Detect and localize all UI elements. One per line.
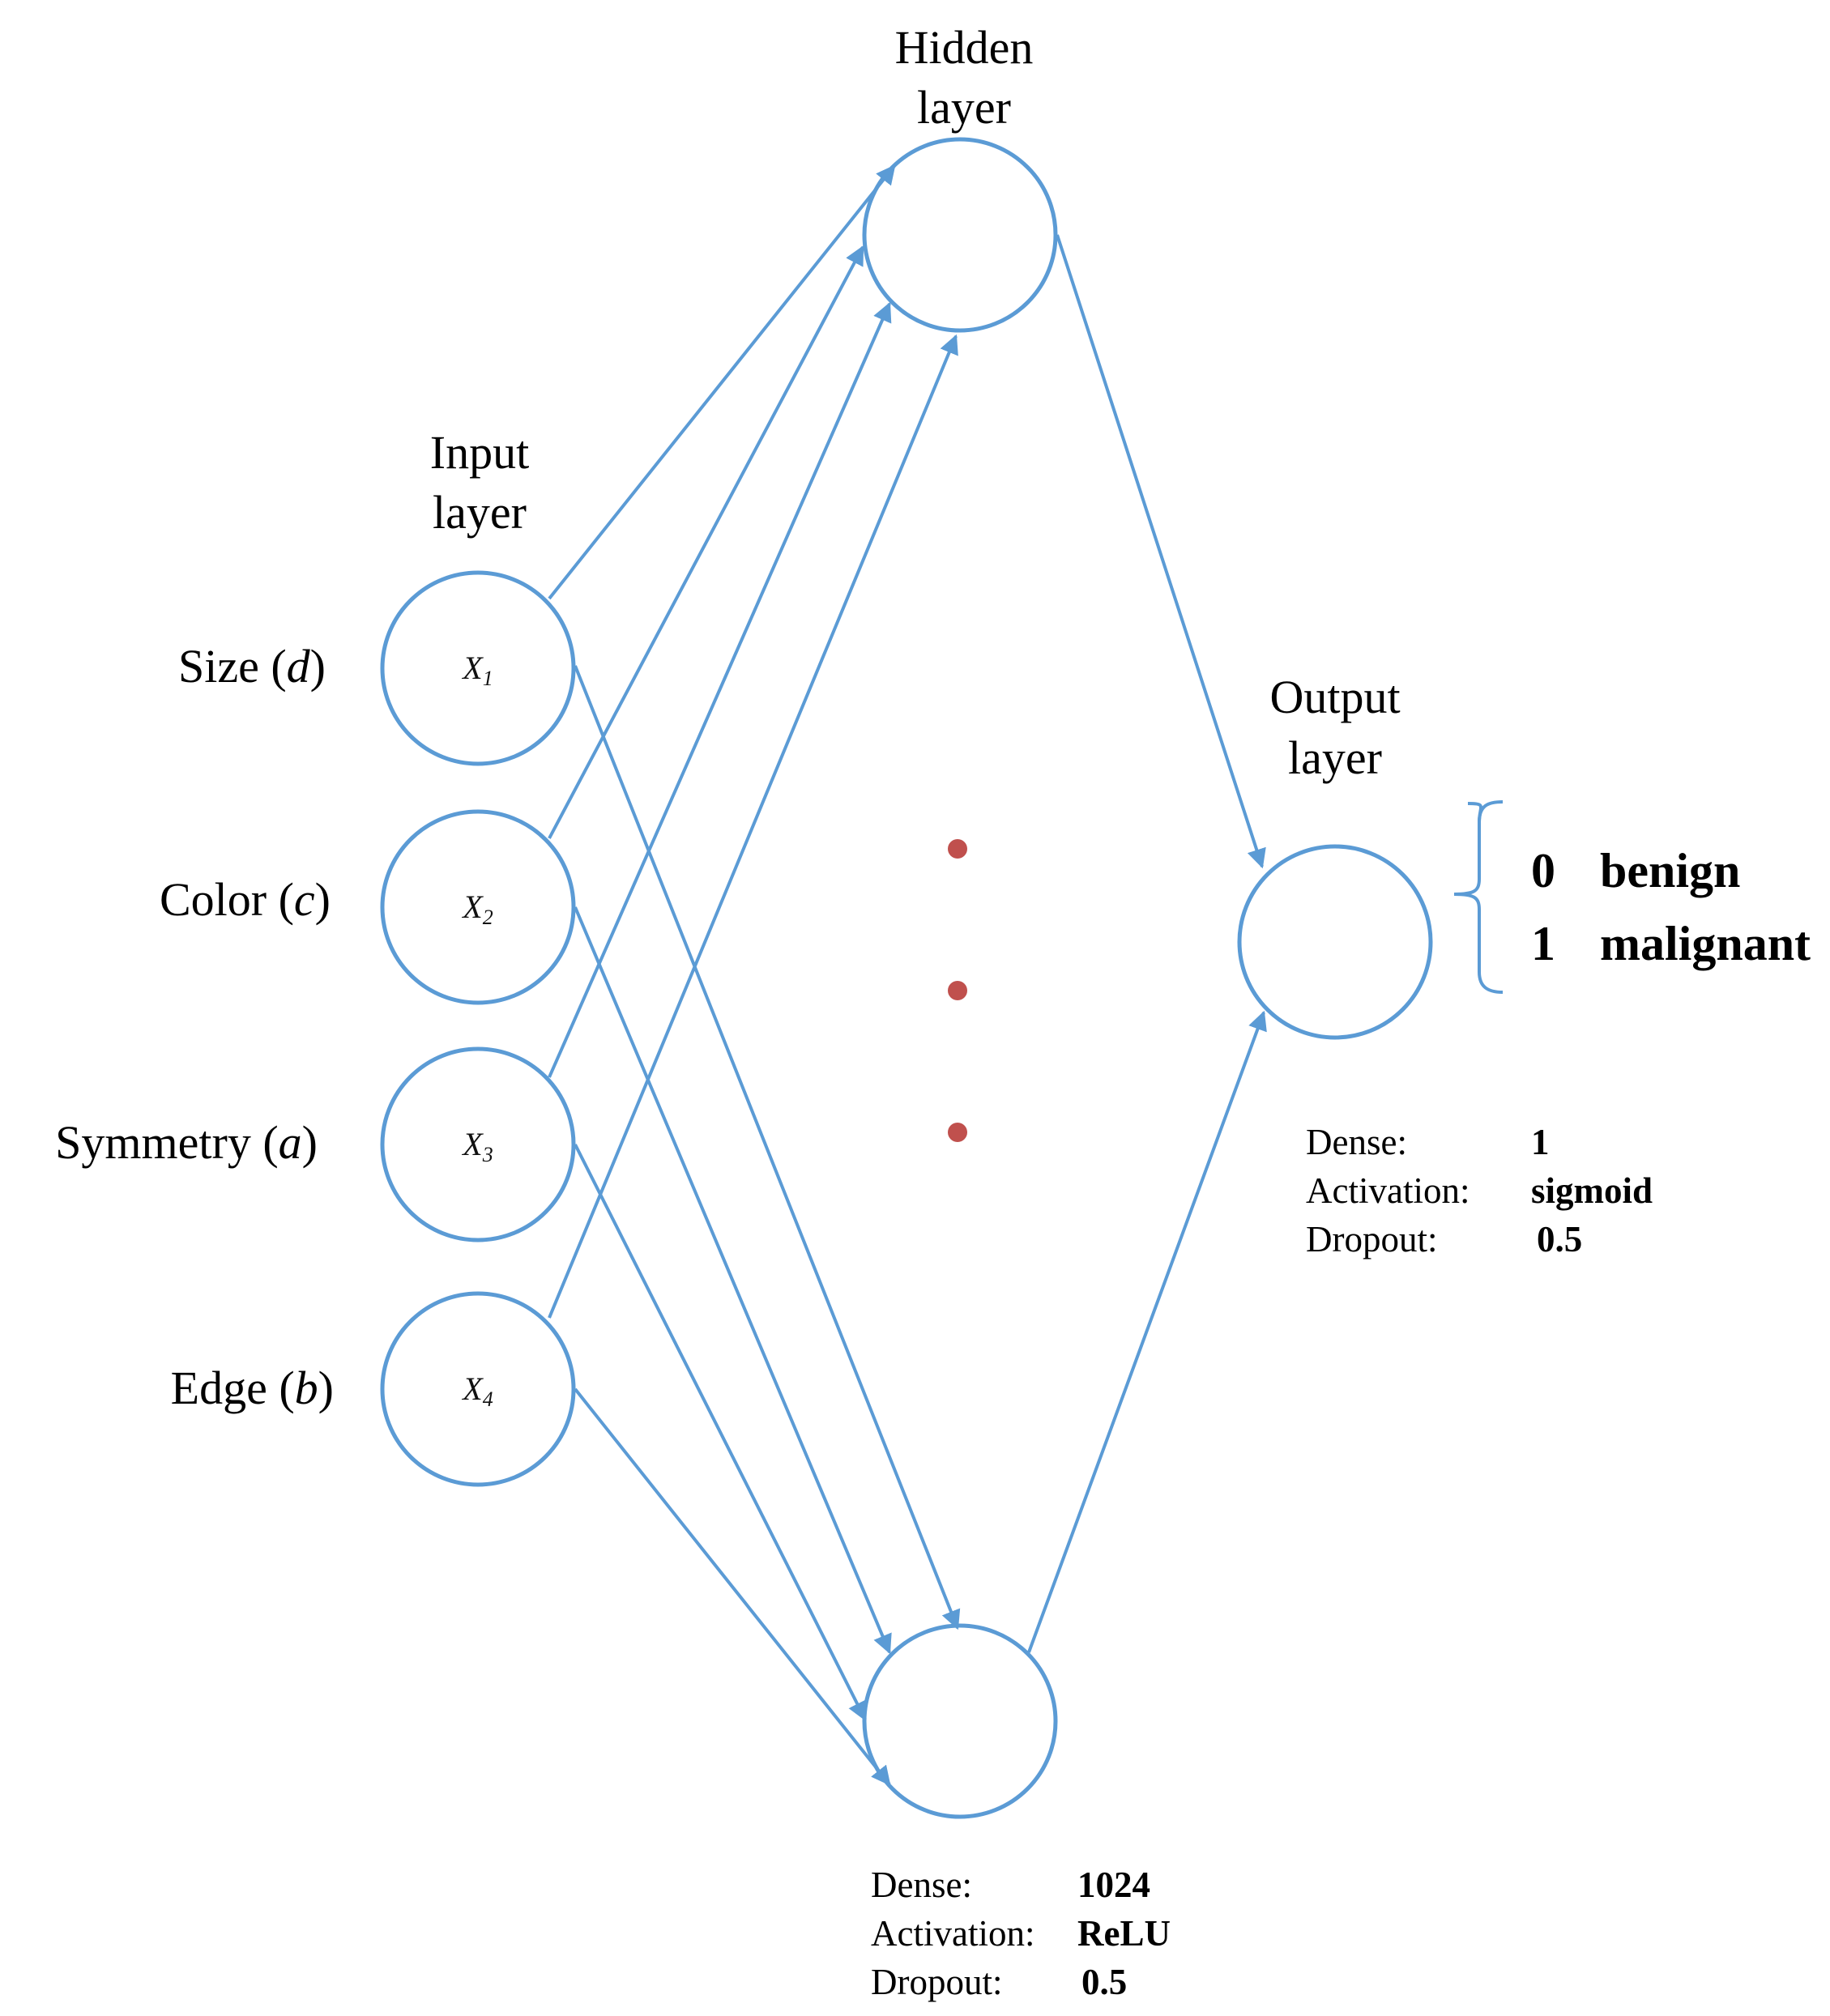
edge-hidden-bottom-to-output (1027, 1010, 1267, 1653)
input-node-x2 (380, 809, 576, 1005)
output-activation-label: Activation: (1306, 1170, 1470, 1211)
output-dense-value: 1 (1531, 1122, 1550, 1162)
input-node-x3 (380, 1046, 576, 1242)
edge-x3-to-hidden-bottom (574, 1144, 867, 1722)
ellipsis-dot-1 (948, 839, 967, 859)
edge-x2-to-hidden-bottom (574, 906, 892, 1655)
edge-x1-to-hidden-top (548, 164, 896, 600)
feature-label-color: Color (c) (160, 873, 331, 926)
input-var-x4: X4 (461, 1370, 493, 1411)
hidden-layer-title: Hidden (895, 21, 1034, 74)
hidden-dropout-value: 0.5 (1081, 1962, 1127, 2002)
output-dense-label: Dense: (1306, 1122, 1407, 1162)
hidden-activation-label: Activation: (871, 1913, 1034, 1954)
edge-x4-to-hidden-bottom (574, 1387, 891, 1786)
hidden-node-bottom (862, 1623, 1058, 1819)
output-brace-top-cap (1478, 800, 1504, 823)
hidden-dense-label: Dense: (871, 1865, 972, 1905)
edge-x4-to-hidden-top (548, 334, 958, 1319)
input-layer-title: Input (430, 426, 529, 479)
hidden-node-top (862, 137, 1058, 333)
edge-hidden-top-to-output (1056, 234, 1266, 869)
edge-x3-to-hidden-top (548, 301, 892, 1078)
hidden-dropout-label: Dropout: (871, 1962, 1003, 2002)
edge-x2-to-hidden-top (548, 245, 864, 839)
hidden-activation-value: ReLU (1077, 1913, 1171, 1954)
edge-x1-to-hidden-bottom (574, 665, 961, 1630)
input-var-x1: X1 (461, 650, 493, 690)
input-var-x2: X2 (461, 889, 493, 929)
hidden-dense-value: 1024 (1077, 1865, 1150, 1905)
hidden-layer-title-line2: layer (917, 81, 1011, 134)
feature-label-size: Size (d) (178, 640, 326, 693)
output-dropout-value: 0.5 (1537, 1219, 1582, 1259)
ellipsis-dot-3 (948, 1123, 967, 1142)
output-node (1237, 844, 1433, 1040)
output-brace (1453, 802, 1504, 994)
input-node-x1 (380, 570, 576, 766)
ellipsis-dot-2 (948, 981, 967, 1000)
output-dropout-label: Dropout: (1306, 1219, 1438, 1259)
input-var-x3: X3 (461, 1126, 493, 1166)
input-node-x4 (380, 1291, 576, 1487)
feature-label-edge: Edge (b) (171, 1362, 334, 1414)
output-layer-title-line2: layer (1288, 731, 1382, 784)
output-layer-title: Output (1269, 671, 1400, 723)
input-layer-title-line2: layer (433, 486, 527, 539)
feature-label-symmetry: Symmetry (a) (55, 1116, 318, 1169)
output-activation-value: sigmoid (1531, 1170, 1653, 1211)
